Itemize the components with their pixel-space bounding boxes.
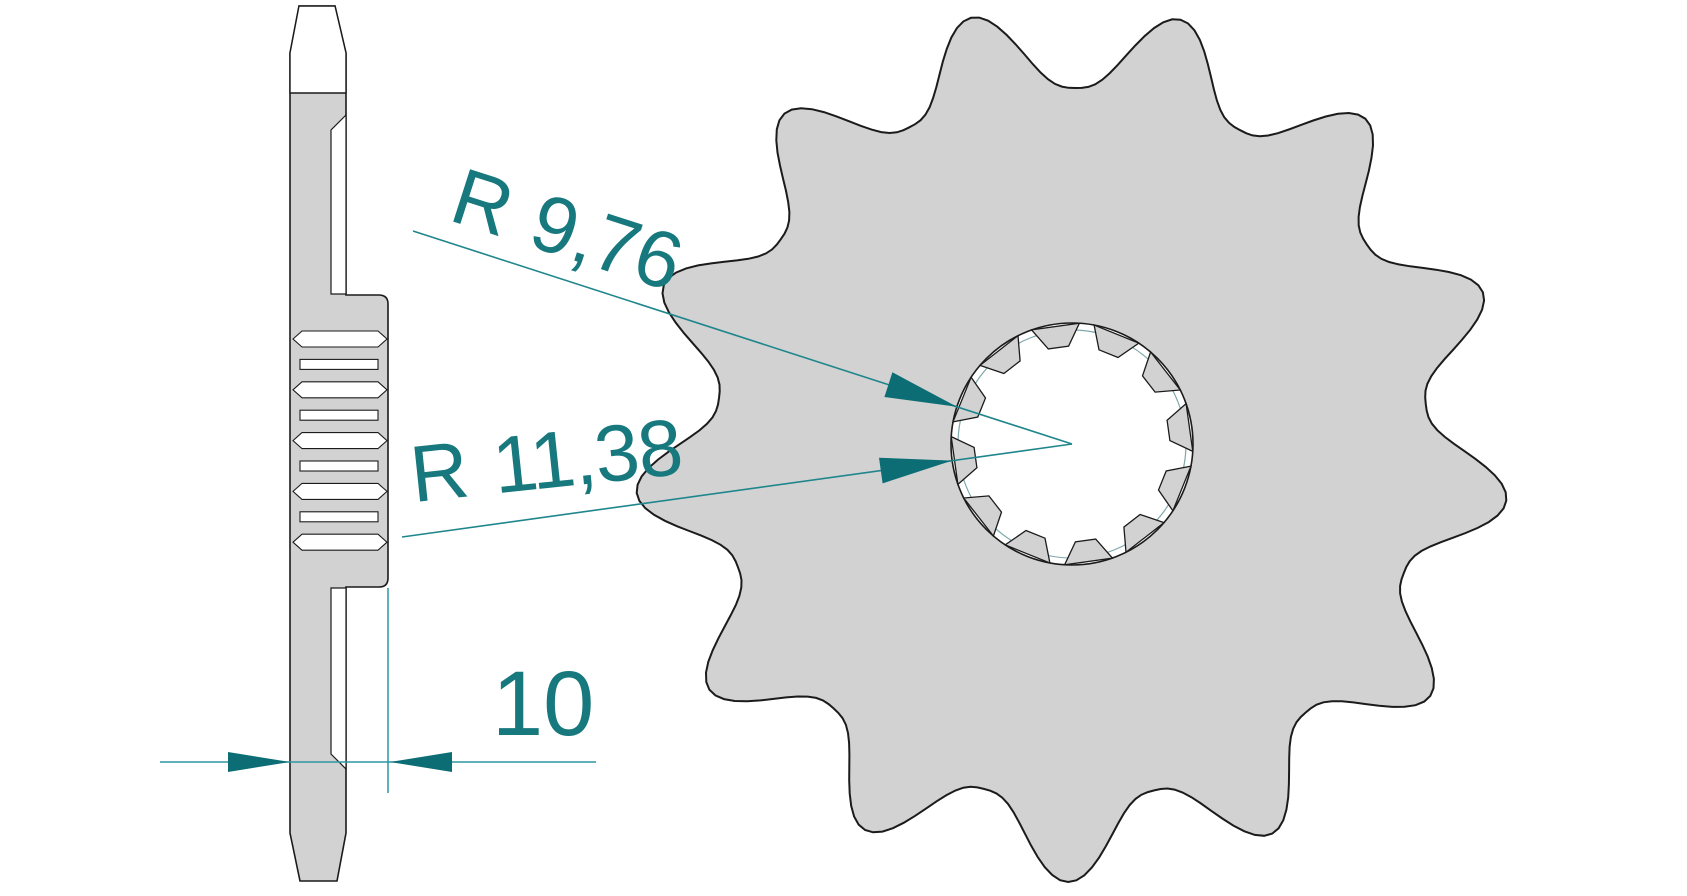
radius-label-outer-prefix: R: [406, 424, 472, 519]
width-dimension-label: 10: [492, 658, 594, 750]
width-dimension-value: 10: [492, 653, 595, 755]
